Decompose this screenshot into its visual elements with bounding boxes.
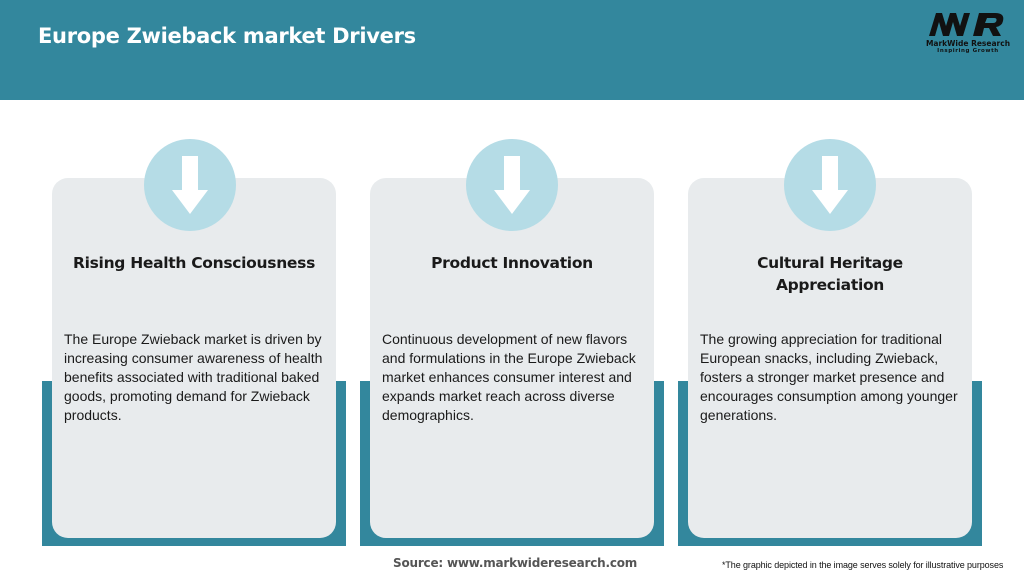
source-link: Source: www.markwideresearch.com [393,556,638,570]
arrow-down-icon [812,156,848,214]
logo-name: MarkWide Research [925,39,1011,48]
card-title: Rising Health Consciousness [72,254,315,272]
header-banner: Europe Zwieback market Drivers MarkWide … [0,0,1024,100]
card-description: The growing appreciation for traditional… [700,331,958,423]
icon-circle [466,139,558,231]
arrow-down-icon [172,156,208,214]
disclaimer-note: *The graphic depicted in the image serve… [722,560,1004,570]
card-description: The Europe Zwieback market is driven by … [64,331,323,423]
driver-card-health: Rising Health Consciousness The Europe Z… [52,178,336,538]
icon-circle [784,139,876,231]
logo-tagline: Inspiring Growth [937,48,999,54]
page-title: Europe Zwieback market Drivers [38,24,416,48]
mwr-logo-icon [929,13,1004,36]
driver-card-innovation: Product Innovation Continuous developmen… [370,178,654,538]
driver-card-heritage: Cultural Heritage Appreciation The growi… [688,178,972,538]
card-description: Continuous development of new flavors an… [382,331,636,423]
icon-circle [144,139,236,231]
card-title: Product Innovation [431,254,593,272]
card-title: Cultural Heritage Appreciation [757,254,903,294]
markwide-research-logo: MarkWide Research Inspiring Growth [922,10,1014,58]
arrow-down-icon [494,156,530,214]
